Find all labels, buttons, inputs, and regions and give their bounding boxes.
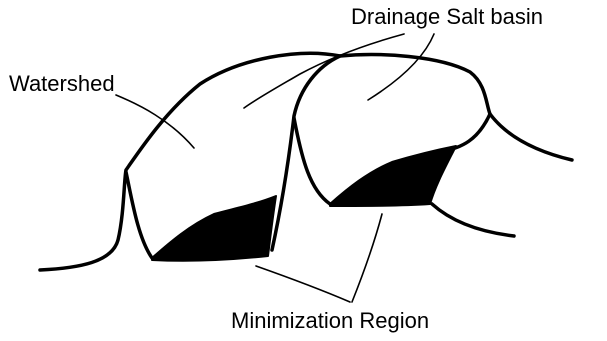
drainage-leader-right bbox=[368, 34, 434, 100]
right-basin-right-flank bbox=[440, 114, 490, 152]
watershed-label: Watershed bbox=[9, 73, 115, 95]
left-minimization-region bbox=[152, 196, 276, 261]
drainage-salt-basin-label: Drainage Salt basin bbox=[351, 6, 543, 28]
watershed-leader bbox=[116, 95, 194, 148]
left-peak-inner-flank bbox=[126, 172, 152, 258]
drainage-leader-left bbox=[244, 34, 404, 108]
minimization-region-label: Minimization Region bbox=[231, 310, 429, 332]
lower-right-slope bbox=[432, 204, 514, 236]
minimization-leader-left bbox=[256, 266, 350, 302]
central-ridge-right-flank bbox=[294, 118, 330, 204]
right-minimization-region bbox=[330, 146, 456, 206]
minimization-leader-right bbox=[352, 214, 382, 302]
